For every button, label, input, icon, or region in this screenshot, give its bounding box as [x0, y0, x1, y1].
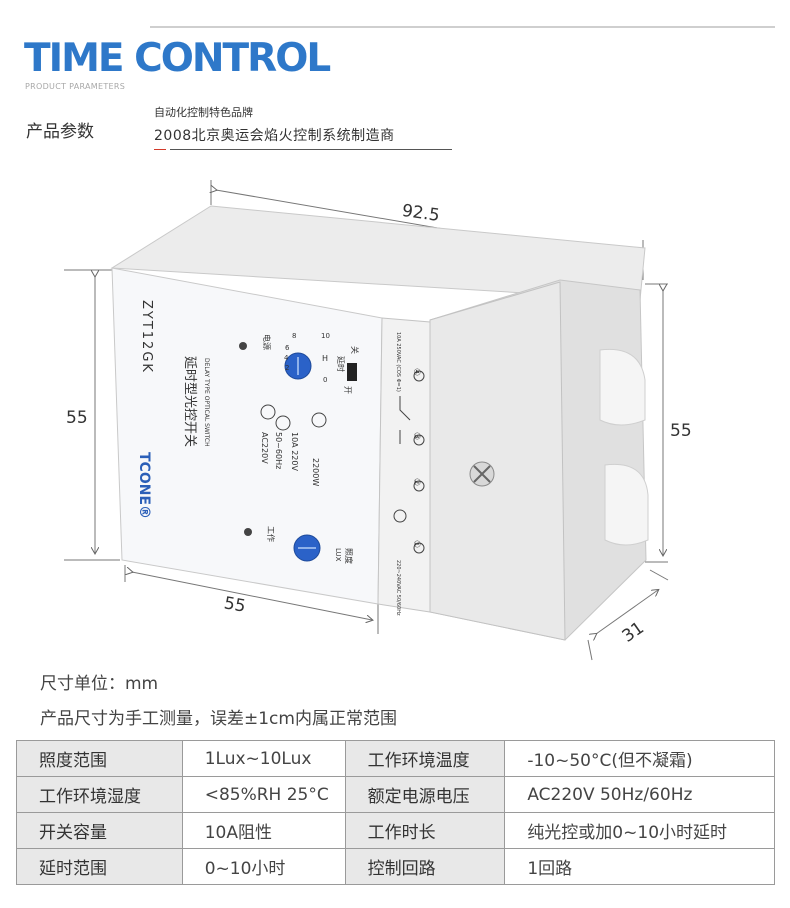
knob-scale-0: 0 — [323, 376, 327, 384]
dimension-lines — [64, 180, 669, 661]
rating-voltage: AC220V — [260, 432, 269, 464]
dimension-unit-note: 尺寸单位：mm — [40, 674, 159, 694]
dimension-label-height-right: 55 — [670, 421, 692, 441]
device-model: ZYT12GK — [139, 300, 154, 374]
spec-value: 1Lux~10Lux — [181, 740, 346, 777]
table-row: 延时范围 0~10小时 控制回路 1回路 — [16, 848, 775, 885]
spec-key: 工作环境温度 — [344, 740, 506, 777]
device-name-en: DELAY TYPE OPTICAL SWITCH — [203, 358, 210, 447]
work-knob-label: 工作 — [266, 526, 276, 542]
terminal-4-icon — [413, 370, 425, 382]
power-knob-label: 电源 — [262, 334, 272, 350]
dimension-label-width: 55 — [222, 593, 247, 616]
product-figure: 92.5 55 55 55 31 ZYT12GK 延时型光控开关 DELAY T… — [64, 180, 692, 661]
spec-key: 工作环境湿度 — [16, 776, 183, 813]
delay-on-label: 开 — [343, 386, 352, 394]
spec-value: AC220V 50Hz/60Hz — [504, 776, 775, 813]
spec-value: 0~10小时 — [181, 848, 346, 885]
device-brand: TCONE® — [136, 452, 152, 519]
knob-scale-10: 10 — [321, 332, 330, 340]
spec-key: 延时范围 — [16, 848, 183, 885]
side-clip-upper — [599, 348, 646, 426]
table-row: 工作环境湿度 <85%RH 25°C 额定电源电压 AC220V 50Hz/60… — [16, 776, 775, 813]
terminal-2-icon — [413, 480, 425, 492]
spec-key: 控制回路 — [344, 848, 506, 885]
terminal-2-label: ② — [411, 478, 421, 486]
delay-label: 延时 — [336, 356, 346, 372]
lux-unit-label: LUX — [334, 548, 342, 562]
spec-key: 工作时长 — [344, 812, 506, 849]
tagline-accent-rule — [154, 149, 166, 150]
side-clip-lower — [604, 463, 649, 546]
spec-value: 纯光控或加0~10小时延时 — [504, 812, 775, 849]
lamp-symbol-icon — [275, 415, 291, 431]
power-knob-icon — [284, 352, 312, 380]
delay-off-label: 关 — [350, 346, 360, 354]
terminal-3-label: ③ — [411, 432, 421, 440]
terminal-cover — [429, 281, 566, 641]
top-divider — [150, 26, 775, 28]
input-rating-label: 220~240VAC 50/60Hz — [395, 560, 401, 616]
rating-frequency: 50~60Hz — [274, 432, 283, 469]
terminal-3-icon — [413, 434, 425, 446]
rating-current: 10A 220V — [290, 432, 299, 471]
lux-knob-icon — [293, 534, 321, 562]
dimension-label-depth: 31 — [619, 618, 648, 647]
load-symbol-icon — [393, 509, 407, 523]
brand-subtitle: PRODUCT PARAMETERS — [25, 82, 126, 91]
terminal-strip — [377, 317, 431, 613]
spec-key: 开关容量 — [16, 812, 183, 849]
knob-scale-8: 8 — [292, 332, 296, 340]
indicator-led-power — [239, 342, 247, 350]
spec-value: 1回路 — [504, 848, 775, 885]
spec-key: 照度范围 — [16, 740, 183, 777]
hour-unit-label: H — [322, 354, 328, 363]
contact-symbol-icon — [399, 396, 411, 444]
measurement-accuracy-note: 产品尺寸为手工测量，误差±1cm内属正常范围 — [40, 709, 397, 729]
knob-scale-2: 2 — [285, 364, 289, 372]
spec-value: -10~50°C(但不凝霜) — [504, 740, 775, 777]
section-title: 产品参数 — [26, 122, 94, 142]
rating-power: 2200W — [311, 458, 320, 486]
brand-title: TIME CONTROL — [24, 36, 331, 81]
terminal-1-icon — [413, 542, 425, 554]
output-rating-label: 10A 250VAC (COS Φ=1) — [395, 332, 401, 392]
device-name-cn: 延时型光控开关 — [182, 356, 197, 447]
spec-key: 额定电源电压 — [344, 776, 506, 813]
dimension-label-length: 92.5 — [401, 201, 441, 226]
tagline-brand: 自动化控制特色品牌 — [154, 106, 253, 119]
terminal-4-label: ④ — [411, 368, 421, 376]
sensor-symbol-icon — [311, 412, 327, 428]
dimension-label-height-left: 55 — [66, 408, 88, 428]
lux-cn-label: 照度 — [344, 548, 354, 564]
indicator-led-work — [244, 528, 252, 536]
tagline-olympics: 2008北京奥运会焰火控制系统制造商 — [154, 128, 395, 144]
knob-scale-4: 4 — [284, 354, 289, 362]
spec-value: 10A阻性 — [181, 812, 346, 849]
delay-switch — [347, 363, 357, 381]
spec-value: <85%RH 25°C — [181, 776, 346, 813]
terminal-1-label: ① — [411, 540, 421, 548]
tagline-rule — [170, 149, 452, 150]
table-row: 照度范围 1Lux~10Lux 工作环境温度 -10~50°C(但不凝霜) — [16, 740, 775, 777]
table-row: 开关容量 10A阻性 工作时长 纯光控或加0~10小时延时 — [16, 812, 775, 849]
knob-scale-6: 6 — [285, 344, 290, 352]
spec-table: 照度范围 1Lux~10Lux 工作环境温度 -10~50°C(但不凝霜) 工作… — [16, 740, 775, 885]
motor-symbol-icon — [260, 404, 276, 420]
